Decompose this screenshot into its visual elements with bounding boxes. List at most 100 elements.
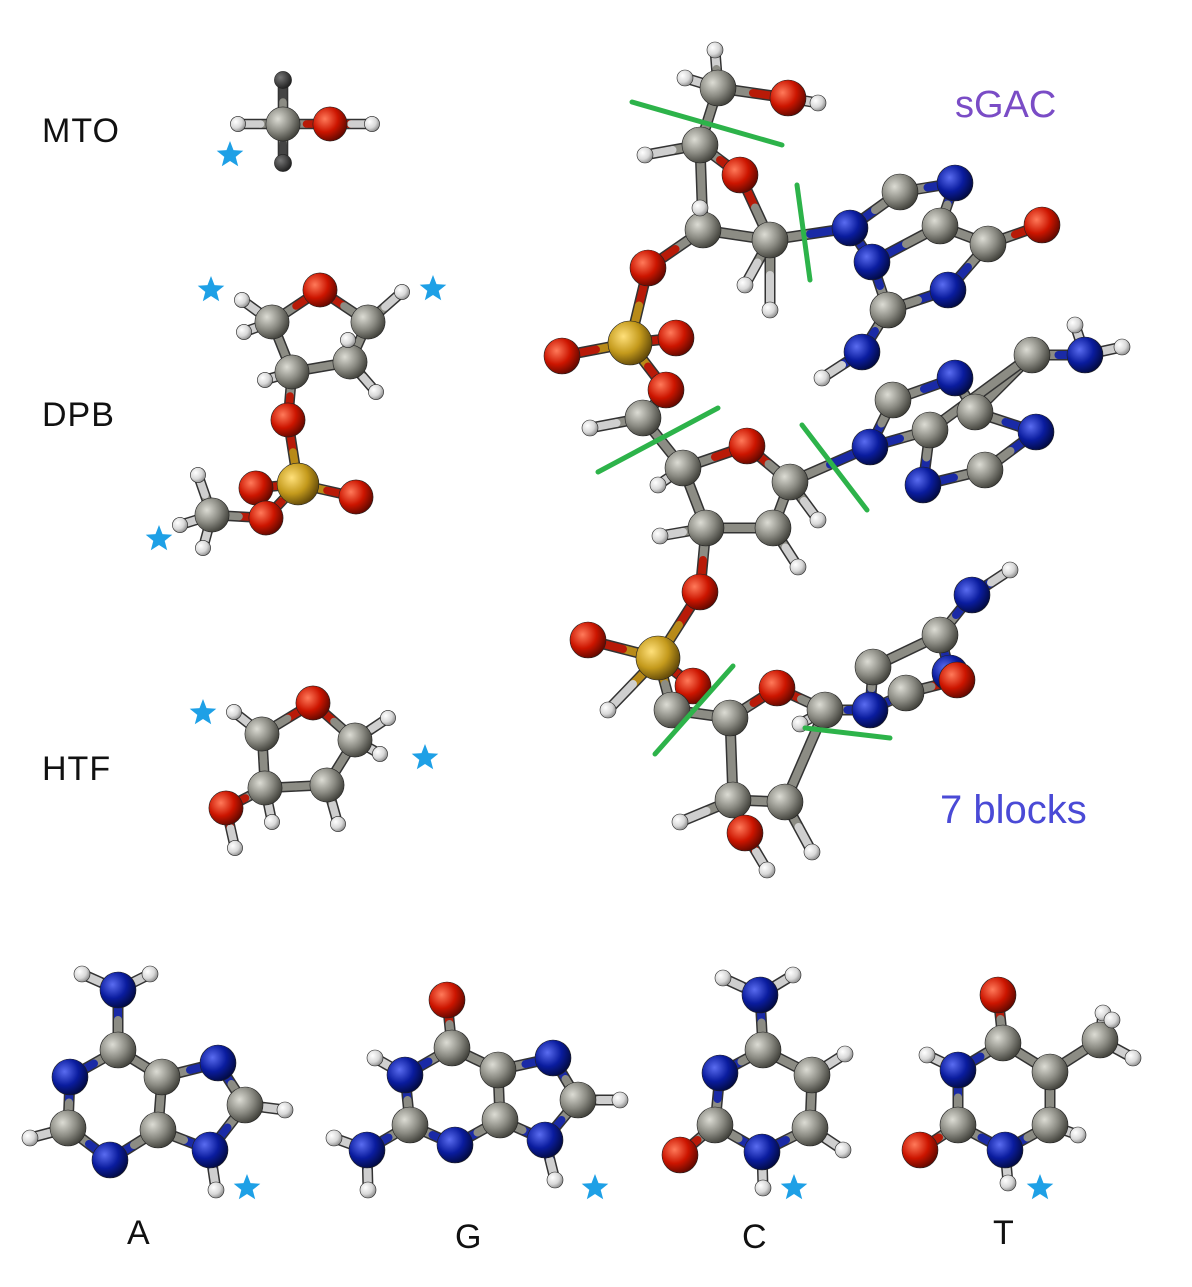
hydrogen-atom (676, 69, 694, 87)
hydrogen-atom (736, 276, 754, 294)
nitrogen-atom (939, 1051, 977, 1089)
base-label-g: G (455, 1218, 482, 1256)
hydrogen-atom (1001, 561, 1019, 579)
oxygen-atom (629, 249, 667, 287)
carbon-atom (939, 1106, 977, 1144)
bond-cut-line (595, 405, 721, 475)
oxygen-atom (661, 1136, 699, 1174)
oxygen-atom (769, 79, 807, 117)
carbon-atom (254, 304, 290, 340)
cut-line-layer (595, 99, 893, 757)
hydrogen-atom (364, 116, 380, 132)
hydrogen-atom (207, 1181, 225, 1199)
carbon-atom (687, 509, 725, 547)
hydrogen-atom (813, 369, 831, 387)
star-icon (233, 1174, 261, 1200)
oxygen-atom (428, 981, 466, 1019)
nitrogen-atom (851, 428, 889, 466)
hydrogen-atom (325, 1129, 343, 1147)
carbon-atom (969, 225, 1007, 263)
hydrogen-atom (611, 1091, 629, 1109)
hydrogen-atom (227, 840, 243, 856)
carbon-atom (99, 1031, 137, 1069)
nitrogen-atom (936, 164, 974, 202)
fragment-label-htf: HTF (42, 750, 112, 788)
oxygen-atom (721, 156, 759, 194)
oxygen-atom (569, 621, 607, 659)
carbon-atom (881, 173, 919, 211)
hydrogen-atom (195, 540, 211, 556)
carbon-atom (265, 106, 301, 142)
oxygen-atom (312, 106, 348, 142)
carbon-atom (624, 399, 662, 437)
oxygen-atom (238, 470, 274, 506)
carbon-atom (887, 674, 925, 712)
block-count-label: 7 blocks (940, 788, 1087, 832)
hydrogen-atom (1124, 1049, 1142, 1067)
hydrogen-atom (172, 517, 188, 533)
oxygen-atom (726, 814, 764, 852)
hydrogen-atom (836, 1045, 854, 1063)
carbon-atom (1081, 1021, 1119, 1059)
hydrogen-atom (366, 1049, 384, 1067)
oxygen-atom (979, 976, 1017, 1014)
nitrogen-atom (904, 466, 942, 504)
hydrogen-atom (691, 199, 709, 217)
hydrogen-atom (999, 1174, 1017, 1192)
carbon-atom (696, 1106, 734, 1144)
star-icon (780, 1174, 808, 1200)
nitrogen-atom (936, 359, 974, 397)
carbon-atom (744, 1031, 782, 1069)
hydrogen-atom (330, 816, 346, 832)
carbon-atom (771, 463, 809, 501)
carbon-atom (711, 699, 749, 737)
nitrogen-atom (831, 209, 869, 247)
hydrogen-atom (141, 965, 159, 983)
nitrogen-atom (986, 1131, 1024, 1169)
star-icon (189, 699, 217, 725)
nitrogen-atom (99, 971, 137, 1009)
carbon-atom (653, 691, 691, 729)
carbon-atom (1031, 1106, 1069, 1144)
nitrogen-atom (853, 243, 891, 281)
phosphorus-atom (635, 635, 681, 681)
hydrogen-atom (754, 1179, 772, 1197)
nitrogen-atom (1017, 413, 1055, 451)
carbon-atom (754, 509, 792, 547)
hydrogen-atom (671, 813, 689, 831)
nitrogen-atom (843, 333, 881, 371)
hydrogen-atom (581, 419, 599, 437)
nitrogen-atom (534, 1039, 572, 1077)
hydrogen-atom (809, 94, 827, 112)
hydrogen-atom (761, 301, 779, 319)
carbon-atom (143, 1058, 181, 1096)
oxygen-atom (1023, 206, 1061, 244)
bond-cut-line (794, 182, 813, 283)
attachment-star-layer (145, 141, 1054, 1200)
oxygen-atom (248, 500, 284, 536)
assembly-title: sGAC (955, 84, 1057, 126)
carbon-atom (766, 783, 804, 821)
hydrogen-atom (368, 384, 384, 400)
carbon-atom (1013, 336, 1051, 374)
bond-cut-line (799, 422, 870, 513)
carbon-atom (911, 411, 949, 449)
nitrogen-atom (741, 976, 779, 1014)
star-icon (581, 1174, 609, 1200)
hydrogen-atom (73, 965, 91, 983)
hydrogen-atom (784, 966, 802, 984)
phosphorus-atom (607, 320, 653, 366)
base-label-t: T (993, 1214, 1014, 1252)
star-icon (419, 275, 447, 301)
hydrogen-atom (226, 704, 242, 720)
carbon-atom (481, 1101, 519, 1139)
carbon-atom (274, 154, 292, 172)
hydrogen-atom (803, 843, 821, 861)
carbon-atom (391, 1106, 429, 1144)
nitrogen-atom (929, 271, 967, 309)
star-icon (145, 525, 173, 551)
nitrogen-atom (953, 576, 991, 614)
oxygen-atom (728, 427, 766, 465)
bond-cut-line (652, 663, 736, 757)
